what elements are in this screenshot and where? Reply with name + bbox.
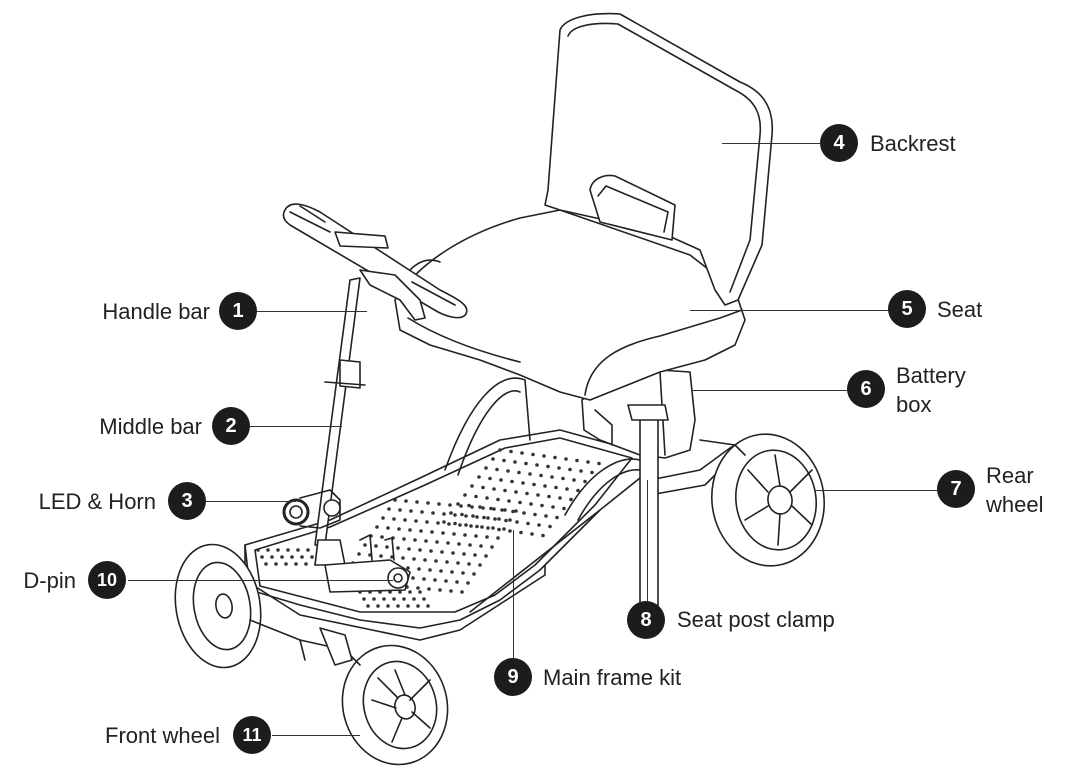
leader-1 xyxy=(257,311,367,312)
leader-11 xyxy=(272,735,360,736)
label-seat: Seat xyxy=(937,297,983,322)
label-front-wheel: Front wheel xyxy=(105,723,220,748)
front-wheel-right xyxy=(341,644,449,766)
label-main-frame-kit: Main frame kit xyxy=(543,665,682,690)
label-d-pin: D-pin xyxy=(23,568,76,593)
leader-6 xyxy=(692,390,847,391)
leader-9 xyxy=(513,530,514,658)
leader-10 xyxy=(128,580,393,581)
front-wheel-left xyxy=(174,543,262,669)
badge-3: 3 xyxy=(168,482,206,520)
badge-10: 10 xyxy=(88,561,126,599)
handle-bar-shape xyxy=(282,203,468,321)
seat-shape xyxy=(394,209,746,401)
d-pin-shape xyxy=(324,534,411,593)
badge-7: 7 xyxy=(937,470,975,508)
badge-8: 8 xyxy=(627,601,665,639)
badge-5: 5 xyxy=(888,290,926,328)
label-battery-line1: Battery xyxy=(896,363,966,388)
label-backrest: Backrest xyxy=(870,131,956,156)
backrest-shape xyxy=(544,12,774,306)
leader-7 xyxy=(815,490,937,491)
badge-2: 2 xyxy=(212,407,250,445)
badge-6: 6 xyxy=(847,370,885,408)
badge-9: 9 xyxy=(494,658,532,696)
steering-column xyxy=(282,277,366,566)
leader-5 xyxy=(690,310,890,311)
label-handle-bar: Handle bar xyxy=(102,299,210,324)
leader-2 xyxy=(250,426,342,427)
leader-3 xyxy=(206,501,296,502)
label-seat-post-clamp: Seat post clamp xyxy=(677,607,835,632)
rear-wheel-shape xyxy=(699,433,826,567)
label-middle-bar: Middle bar xyxy=(99,414,202,439)
leader-8 xyxy=(647,480,648,601)
badge-11: 11 xyxy=(233,716,271,754)
leader-4 xyxy=(722,143,820,144)
label-rear-line2: wheel xyxy=(986,492,1044,517)
label-rear-line1: Rear xyxy=(986,463,1034,488)
badge-1: 1 xyxy=(219,292,257,330)
label-led-horn: LED & Horn xyxy=(38,489,156,514)
front-suspension xyxy=(249,619,361,666)
badge-4: 4 xyxy=(820,124,858,162)
label-battery-line2: box xyxy=(896,392,932,417)
